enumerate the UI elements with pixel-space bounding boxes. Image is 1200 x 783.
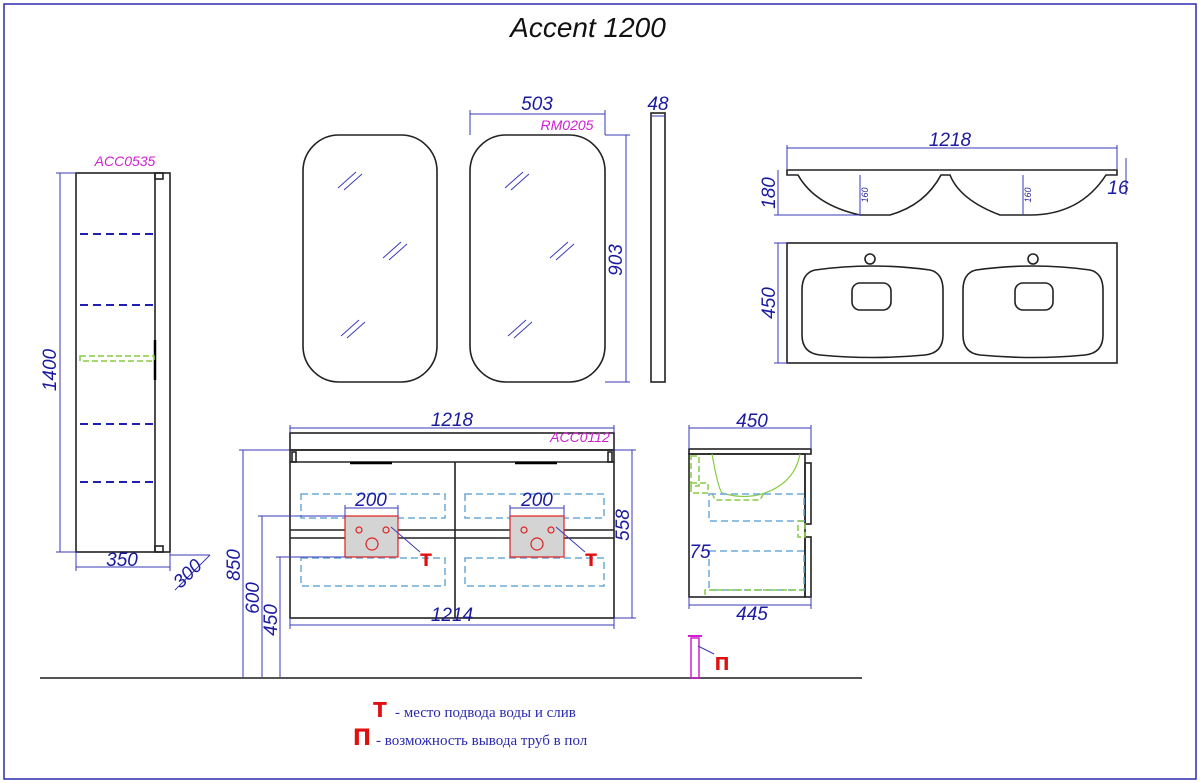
tap-hole-left	[864, 253, 876, 265]
drawing-frame	[3, 3, 1197, 780]
vanity-top-width: 1218	[431, 410, 474, 431]
mirror-depth: 48	[647, 94, 669, 115]
vanity-body-width: 1214	[431, 605, 473, 626]
basin-height: 180	[759, 177, 780, 209]
marker-water-right: Т	[585, 551, 597, 571]
pencil-case-height: 1400	[40, 348, 61, 391]
mirror-height: 903	[606, 244, 627, 276]
pipe-zone-left	[344, 515, 399, 558]
pipe-zone-left-width: 200	[354, 490, 387, 511]
vanity-side-view: 450 445 75 П	[688, 411, 812, 679]
side-body-depth: 445	[736, 604, 768, 625]
floor-pipe	[690, 637, 700, 679]
legend-symbol-water: Т	[373, 698, 387, 722]
pipe-zone-right-width: 200	[520, 490, 553, 511]
marker-water-left: Т	[420, 551, 432, 571]
mirror-width: 503	[521, 94, 553, 115]
basin-depth: 450	[759, 287, 780, 319]
side-top-depth: 450	[736, 411, 768, 432]
drawing-title: Accent 1200	[508, 12, 666, 43]
basin-top-view: 450	[759, 242, 1118, 364]
vanity-code: ACC0112	[549, 429, 610, 445]
marker-floor-pipe: П	[714, 654, 729, 675]
pencil-case-code: ACC0535	[94, 153, 156, 169]
pencil-case-depth: 300	[169, 555, 207, 593]
vanity-front-view: Т Т 200 200 1218 ACC0112 1214 558 850 60…	[224, 410, 636, 678]
pencil-case-width: 350	[106, 550, 138, 571]
legend-symbol-floor-pipe: П	[353, 726, 371, 751]
glass-reflection-marks	[337, 171, 575, 339]
pipe-zone-right	[509, 515, 565, 558]
legend: Т - место подвода воды и слив П - возмож…	[353, 698, 588, 751]
basin-rim: 16	[1107, 178, 1129, 199]
basin-width: 1218	[929, 130, 972, 151]
vanity-body-height: 558	[613, 509, 634, 541]
pencil-case-front-view: ACC0535 1400 350 300	[40, 153, 211, 593]
floor-to-upper-pipe: 600	[243, 582, 264, 614]
floor-to-lower-pipe: 450	[261, 604, 282, 636]
legend-text-water: - место подвода воды и слив	[395, 705, 576, 721]
side-offset: 75	[689, 542, 711, 563]
basin-section-view: 160 160 1218 180 16	[759, 130, 1129, 216]
left-bowl-depth: 160	[860, 187, 870, 202]
mirror-code: RM0205	[541, 117, 594, 133]
right-bowl-depth: 160	[1023, 187, 1033, 202]
tap-hole-right	[1027, 253, 1039, 265]
mirror-views: 503 RM0205 903 48	[302, 94, 669, 383]
floor-to-top: 850	[224, 549, 245, 581]
legend-text-floor-pipe: - возможность вывода труб в пол	[376, 733, 588, 749]
